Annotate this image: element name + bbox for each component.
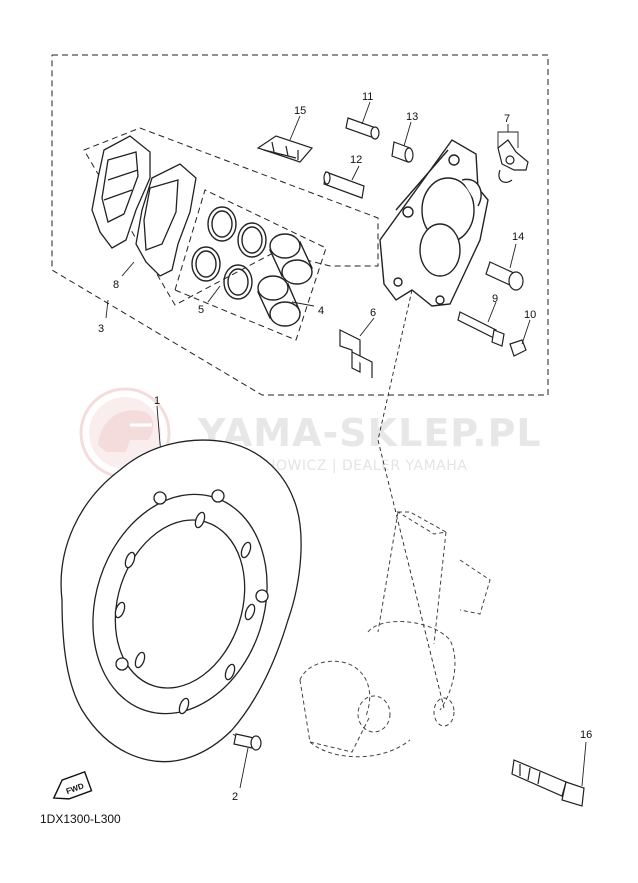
callout-3: 3 [98, 323, 104, 335]
callout-14: 14 [512, 231, 524, 243]
pad-spring [256, 135, 314, 163]
callout-12: 12 [350, 154, 362, 166]
caliper-body [379, 139, 489, 307]
callout-2: 2 [232, 791, 238, 803]
callout-16: 16 [580, 729, 592, 741]
pad-kit-outline [83, 127, 379, 306]
pad-support [339, 329, 373, 378]
brake-disc [60, 439, 302, 763]
callout-4: 4 [318, 305, 324, 317]
callout-6: 6 [370, 307, 376, 319]
callout-8: 8 [113, 279, 119, 291]
pin-plug [391, 141, 414, 163]
diagram-code: 1DX1300-L300 [40, 812, 121, 826]
callout-10: 10 [524, 309, 536, 321]
callout-9: 9 [492, 293, 498, 305]
watermark-title: YAMA-SKLEP.PL [197, 411, 542, 455]
brake-pad-front [135, 163, 197, 277]
caliper-bolt-14 [485, 261, 524, 291]
pad-pin [345, 117, 380, 140]
callout-13: 13 [406, 111, 418, 123]
caliper-pistons [257, 233, 313, 327]
slide-pin [323, 171, 365, 199]
brake-pad-back [91, 135, 151, 249]
bleed-screw [497, 139, 529, 183]
fwd-arrow-icon: FWD [52, 770, 93, 800]
callout-15: 15 [294, 105, 306, 117]
fork-leg [299, 511, 491, 758]
caliper-assembly-outline [51, 54, 549, 396]
piston-seals [191, 206, 267, 300]
caliper-bolt-9 [457, 311, 505, 347]
disc-bolt [233, 733, 262, 751]
callout-11: 11 [362, 91, 373, 103]
callout-5: 5 [198, 304, 204, 316]
callout-1: 1 [154, 395, 160, 407]
cap-nut [509, 339, 527, 357]
callout-7: 7 [504, 113, 510, 125]
axle-bolt [511, 759, 585, 807]
